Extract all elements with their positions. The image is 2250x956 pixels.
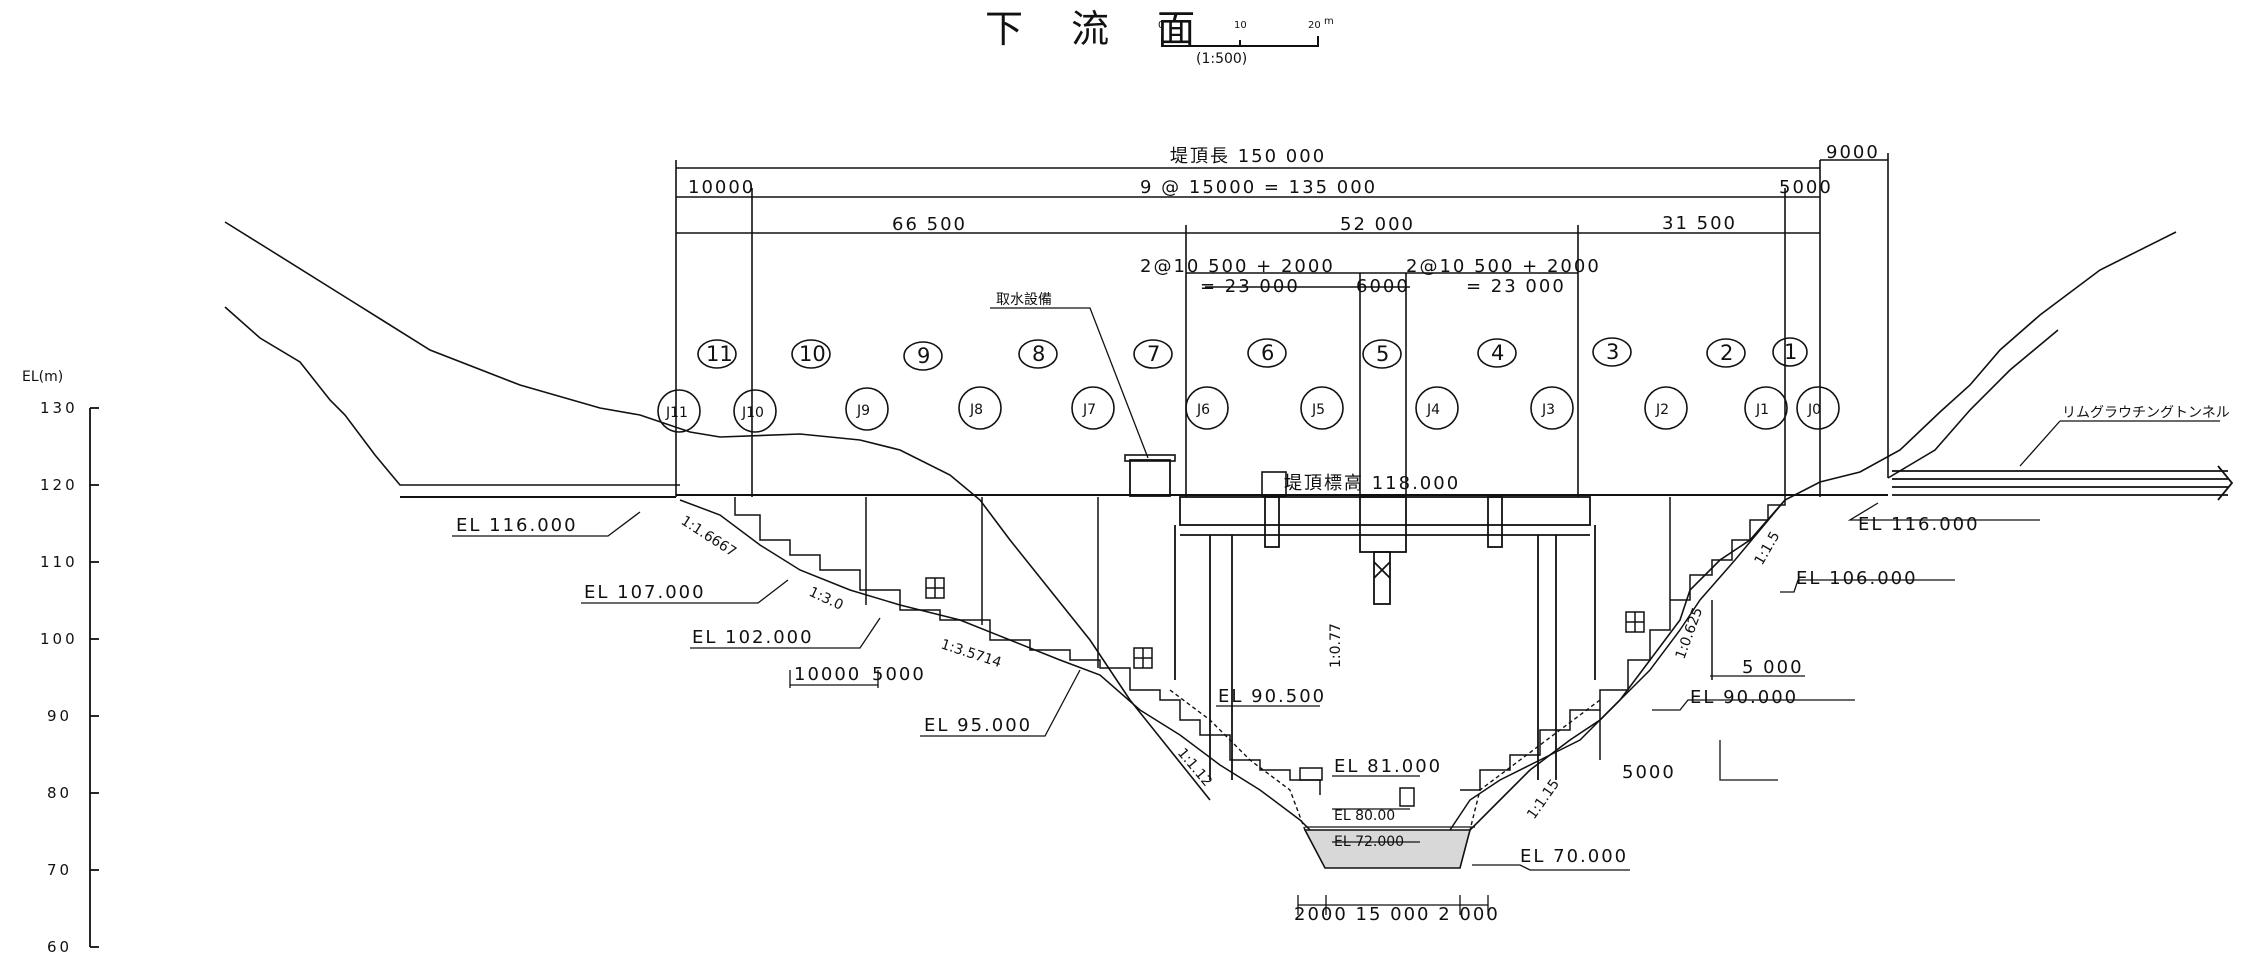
joint-j7: J7	[1082, 402, 1096, 418]
slope-3: 1:3.5714	[939, 637, 1004, 672]
axis-label: EL(m)	[22, 369, 63, 385]
joint-j3: J3	[1541, 402, 1555, 418]
tunnel-label: リムグラウチングトンネル	[2062, 405, 2230, 421]
scale-tick-10: 10	[1234, 20, 1247, 31]
dim-right-b: 5000	[1622, 762, 1676, 783]
block-circles	[697, 337, 1808, 371]
dimension-lines	[675, 153, 1889, 497]
intake-cap	[1124, 454, 1176, 462]
scale-tick-0: 0	[1158, 20, 1164, 31]
dim-seg-mid: 52 000	[1340, 214, 1415, 235]
block-9: 9	[917, 344, 930, 368]
crest-house	[1261, 471, 1287, 497]
slope-1: 1:1.6667	[678, 513, 739, 561]
dam-crest	[400, 494, 1888, 498]
scale-unit: m	[1324, 16, 1334, 27]
joint-j1: J1	[1755, 402, 1769, 418]
el-right-70: EL 70.000	[1520, 846, 1628, 867]
right-abutment-steps	[1449, 497, 1786, 866]
el-left-95: EL 95.000	[924, 715, 1032, 736]
axis-tick-70: 70	[47, 861, 72, 879]
slope-4: 1:1.12	[1174, 745, 1215, 790]
block-7: 7	[1147, 342, 1160, 366]
dim-joint-spacing: 9 @ 15000 = 135 000	[1140, 177, 1377, 198]
el-left-102: EL 102.000	[692, 627, 814, 648]
axis-tick-80: 80	[47, 784, 72, 802]
grout-tunnel	[1892, 465, 2234, 501]
el-left-116: EL 116.000	[456, 515, 578, 536]
axis-tick-60: 60	[47, 938, 72, 956]
axis-tick-110: 110	[40, 553, 78, 571]
joint-j8: J8	[969, 402, 983, 418]
dim-crest-length: 堤頂長 150 000	[1170, 146, 1326, 167]
spillway-section	[1174, 496, 1596, 780]
el-left-80: EL 80.00	[1334, 808, 1395, 824]
dim-right-a: 5 000	[1742, 657, 1804, 678]
scale-bar	[1161, 36, 1319, 47]
axis-tick-100: 100	[40, 630, 78, 648]
left-leaders	[452, 511, 1420, 843]
el-left-81: EL 81.000	[1334, 756, 1442, 777]
dim-seg-left: 66 500	[892, 214, 967, 235]
slope-2: 1:3.0	[806, 584, 845, 614]
dim-gate-width: 6000	[1356, 276, 1410, 297]
tunnel-leader	[2019, 420, 2220, 467]
dim-right-extent: 9000	[1826, 142, 1880, 163]
joint-circles	[657, 386, 1840, 433]
slope-8: 1:1.15	[1524, 776, 1563, 822]
dim-mid-a-2: = 23 000	[1200, 276, 1300, 297]
joint-j4: J4	[1426, 402, 1440, 418]
intake-leader	[990, 307, 1149, 459]
dim-right-end: 5000	[1779, 177, 1833, 198]
right-leaders	[1297, 502, 2040, 915]
intake-label: 取水設備	[996, 292, 1052, 308]
el-right-90: EL 90.000	[1690, 687, 1798, 708]
joint-j0: J0	[1807, 402, 1821, 418]
block-1: 1	[1784, 340, 1797, 364]
scale-tick-20: 20	[1308, 20, 1321, 31]
el-left-72: EL 72.000	[1334, 834, 1404, 850]
block-11: 11	[706, 342, 733, 366]
axis-tick-90: 90	[47, 707, 72, 725]
joint-j5: J5	[1311, 402, 1325, 418]
joint-j10: J10	[741, 405, 764, 421]
block-10: 10	[799, 342, 826, 366]
joint-j11: J11	[665, 405, 688, 421]
el-right-106: EL 106.000	[1796, 568, 1918, 589]
dim-mid-a-1: 2@10 500 + 2000	[1140, 256, 1335, 277]
dim-seg-right: 31 500	[1662, 213, 1737, 234]
intake-structure	[1129, 459, 1171, 497]
block-6: 6	[1261, 341, 1274, 365]
scale-ratio: (1:500)	[1196, 51, 1247, 67]
block-2: 2	[1720, 341, 1733, 365]
axis-tick-130: 130	[40, 399, 78, 417]
joint-j9: J9	[856, 403, 870, 419]
block-3: 3	[1606, 340, 1619, 364]
dim-bottom: 2000 15 000 2 000	[1294, 904, 1500, 925]
block-5: 5	[1376, 342, 1389, 366]
gallery-icons	[925, 577, 1645, 669]
slope-5: 1:0.77	[1328, 623, 1344, 668]
block-8: 8	[1032, 342, 1045, 366]
dim-mid-b-1: 2@10 500 + 2000	[1406, 256, 1601, 277]
elevation-axis	[89, 407, 99, 948]
el-right-116: EL 116.000	[1858, 514, 1980, 535]
drawing-title: 下 流 面	[985, 7, 1213, 51]
dim-left-a: 10000	[794, 664, 861, 685]
dim-mid-b-2: = 23 000	[1466, 276, 1566, 297]
joint-j2: J2	[1655, 402, 1669, 418]
foundation	[1169, 689, 1601, 869]
dim-left-b: 5000	[872, 664, 926, 685]
el-left-107: EL 107.000	[584, 582, 706, 603]
joint-j6: J6	[1196, 402, 1210, 418]
dim-left-end: 10000	[688, 177, 755, 198]
left-abutment-steps	[679, 497, 1331, 869]
crest-elevation: 堤頂標高 118.000	[1284, 473, 1460, 494]
el-left-90-5: EL 90.500	[1218, 686, 1326, 707]
block-4: 4	[1491, 341, 1504, 365]
axis-tick-120: 120	[40, 476, 78, 494]
